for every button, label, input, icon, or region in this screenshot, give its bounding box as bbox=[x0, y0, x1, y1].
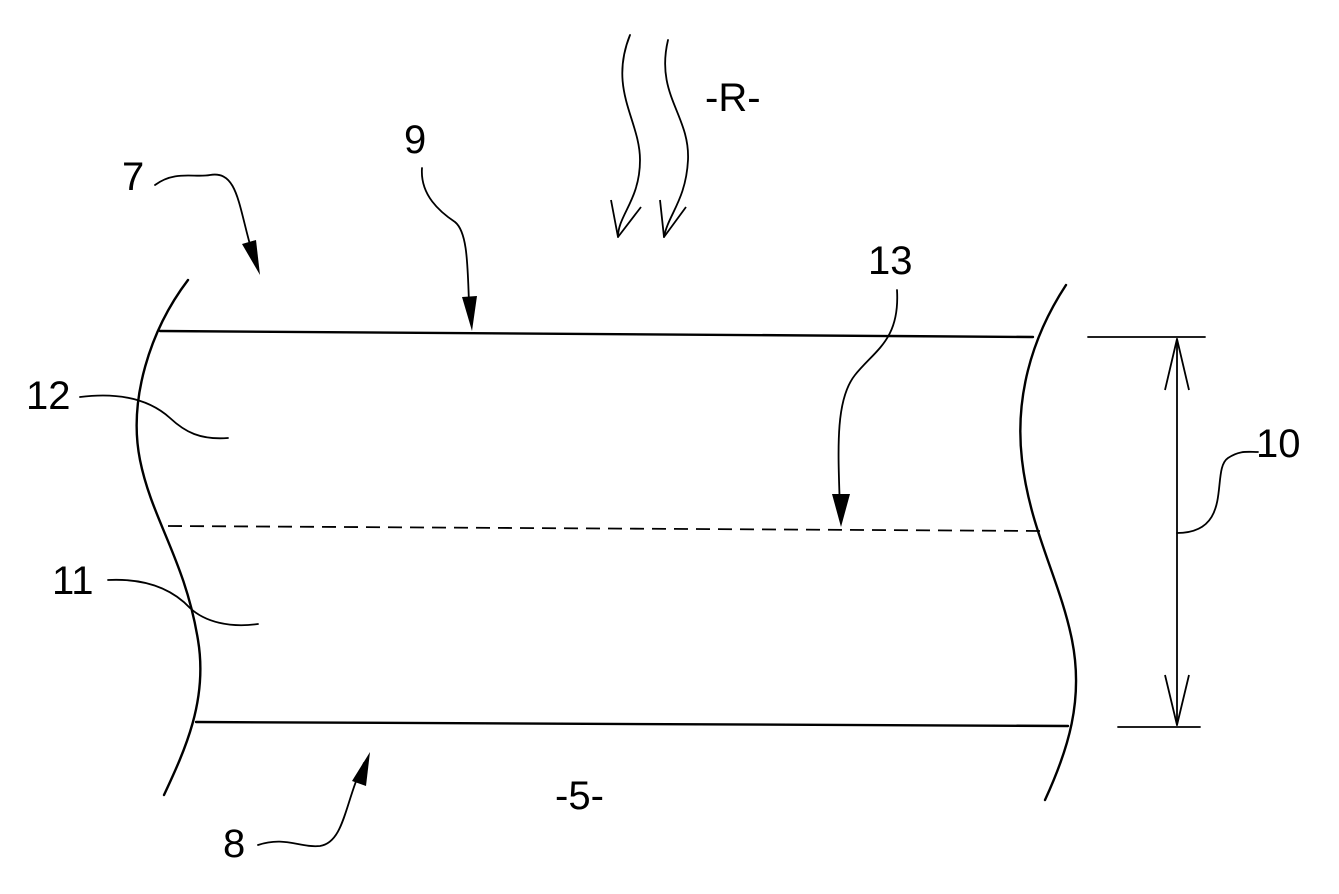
leader-7 bbox=[155, 175, 256, 265]
left-break-edge bbox=[137, 280, 201, 795]
leader-11 bbox=[108, 580, 258, 625]
leader-8 bbox=[258, 763, 364, 846]
interface-dashed-line bbox=[168, 526, 1042, 531]
right-break-edge bbox=[1020, 285, 1076, 800]
radiation-arrowhead-left bbox=[611, 200, 641, 237]
label-7: 7 bbox=[122, 155, 144, 199]
top-surface-line bbox=[160, 331, 1033, 337]
bottom-surface-line bbox=[196, 722, 1068, 726]
leader-10 bbox=[1177, 452, 1258, 533]
radiation-arrowhead-right bbox=[660, 200, 686, 237]
leader-12 bbox=[80, 396, 228, 439]
label-11: 11 bbox=[52, 559, 94, 603]
leader-8-arrowhead bbox=[352, 752, 370, 786]
label-8: 8 bbox=[223, 822, 245, 866]
label-12: 12 bbox=[26, 374, 71, 418]
label-9: 9 bbox=[404, 118, 426, 162]
radiation-wave-right bbox=[664, 40, 688, 237]
leader-13 bbox=[839, 290, 898, 510]
label-13: 13 bbox=[868, 239, 913, 283]
label-10: 10 bbox=[1256, 422, 1301, 466]
leader-13-arrowhead bbox=[832, 494, 850, 527]
leader-7-arrowhead bbox=[242, 240, 260, 275]
label-region-5: -5- bbox=[555, 774, 604, 818]
label-radiation: -R- bbox=[705, 76, 761, 120]
leader-9-arrowhead bbox=[462, 296, 477, 331]
radiation-wave-left bbox=[618, 35, 640, 237]
